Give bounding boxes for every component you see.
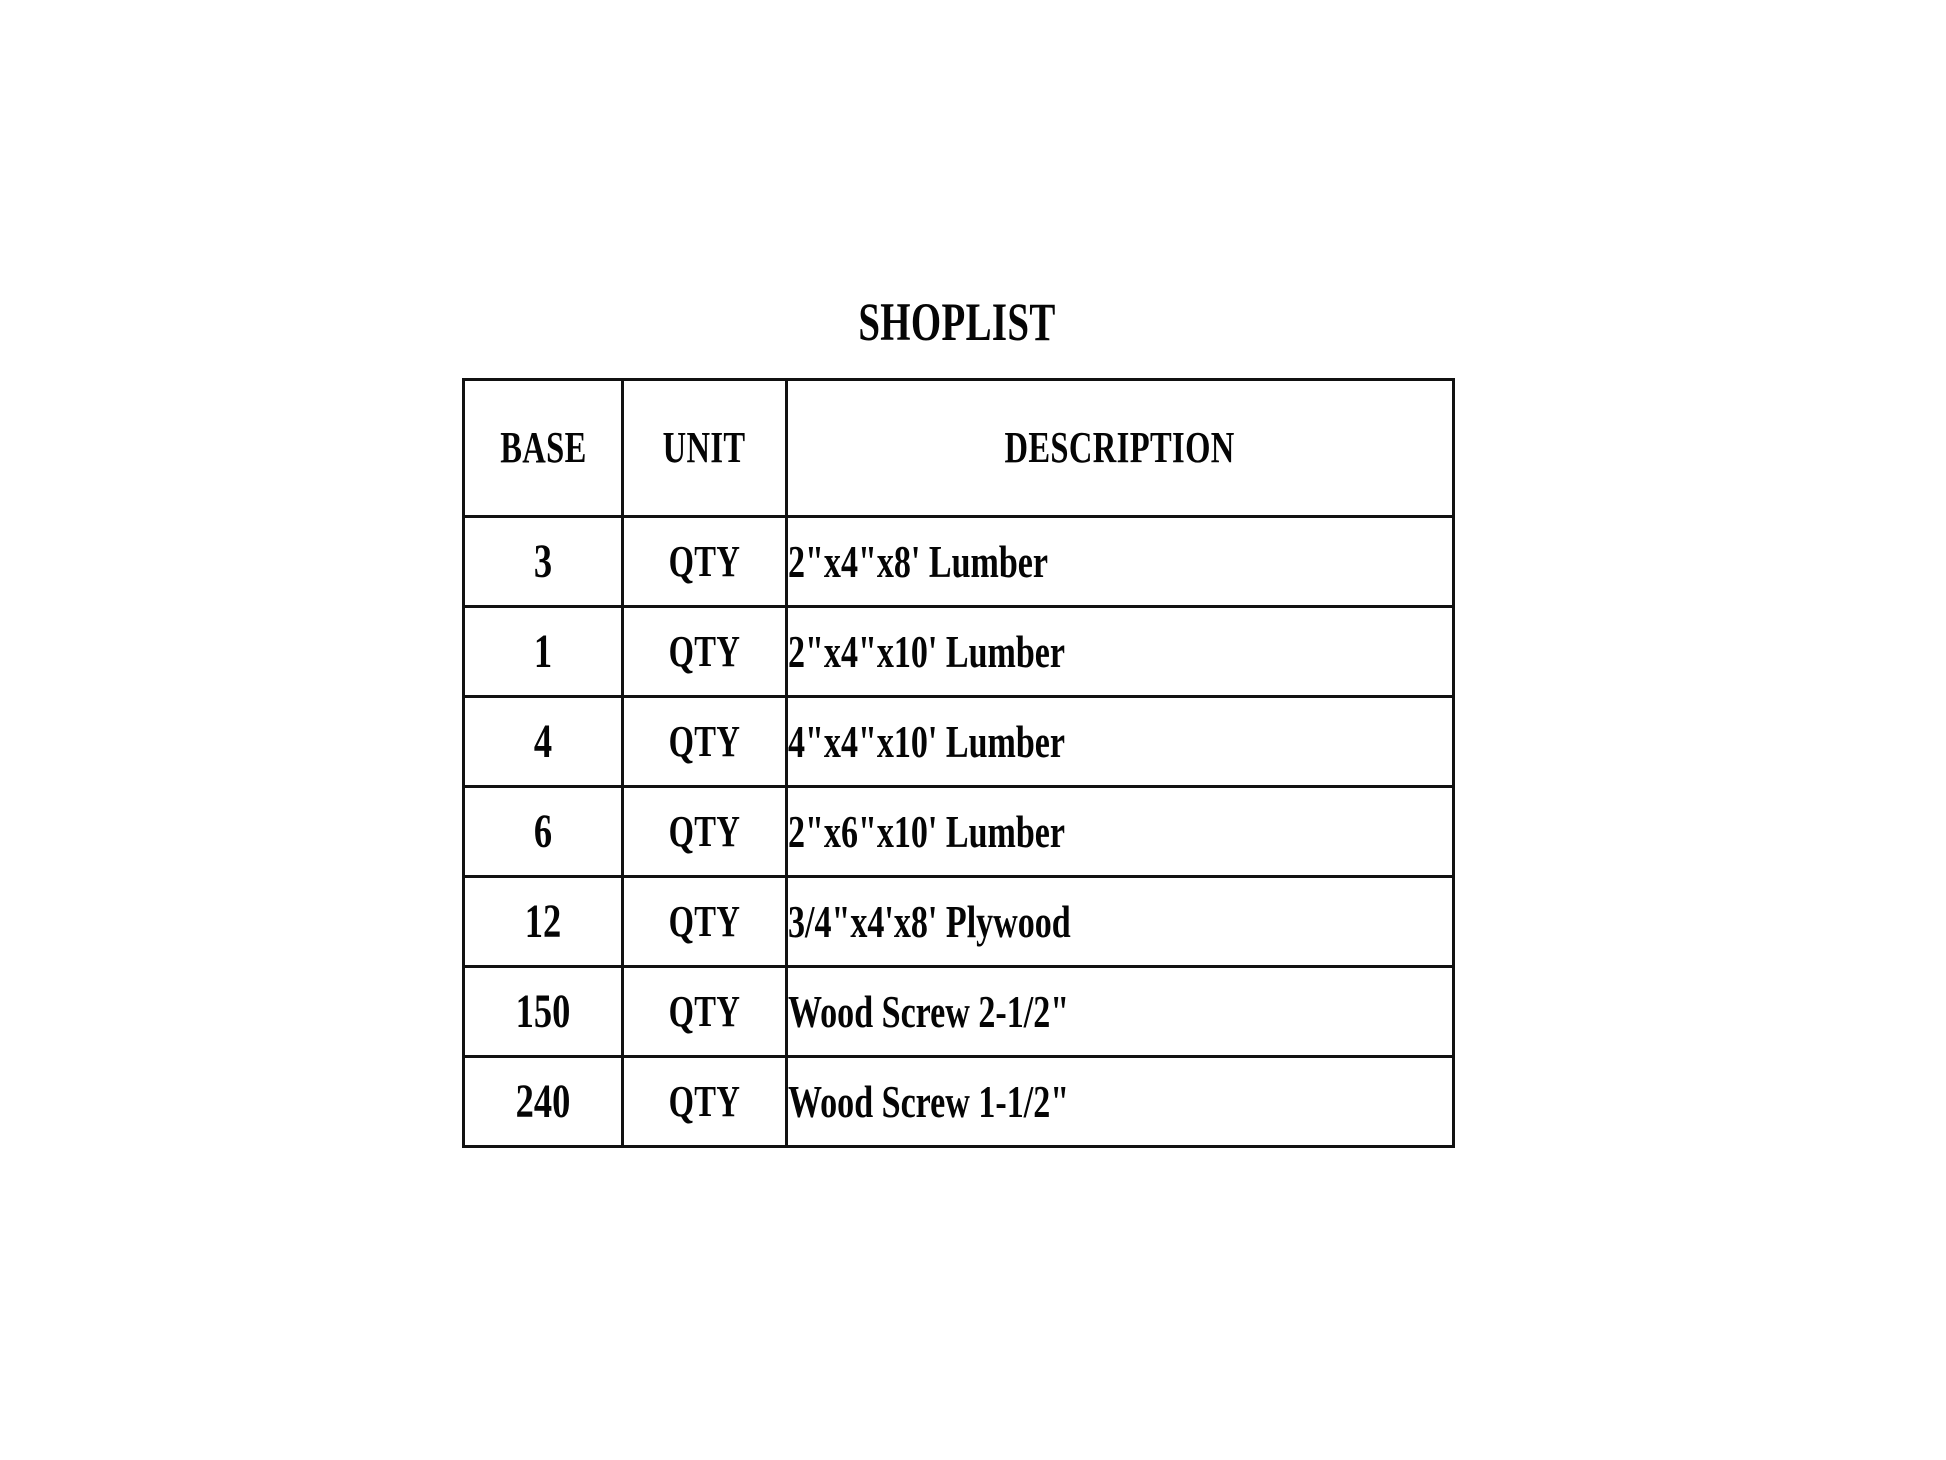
cell-base: 3 (462, 515, 624, 608)
cell-description-value: 2"x4"x10' Lumber (788, 625, 1066, 677)
cell-base: 4 (462, 695, 624, 788)
cell-base-value: 12 (524, 894, 562, 948)
cell-description-value: 2"x4"x8' Lumber (788, 535, 1049, 587)
cell-description: 2"x6"x10' Lumber (785, 785, 1455, 878)
cell-base-value: 3 (533, 534, 553, 588)
cell-unit: QTY (621, 875, 788, 968)
cell-unit-value: QTY (668, 986, 741, 1036)
cell-base-value: 1 (533, 624, 553, 678)
table-row: 3 QTY 2"x4"x8' Lumber (462, 515, 1455, 608)
cell-unit: QTY (621, 965, 788, 1058)
cell-base: 6 (462, 785, 624, 878)
column-header-unit: UNIT (621, 378, 788, 518)
cell-description: 3/4"x4'x8' Plywood (785, 875, 1455, 968)
table-header-row: BASE UNIT DESCRIPTION (462, 378, 1455, 518)
table-row: 4 QTY 4"x4"x10' Lumber (462, 695, 1455, 788)
cell-unit: QTY (621, 515, 788, 608)
cell-unit: QTY (621, 785, 788, 878)
table-row: 12 QTY 3/4"x4'x8' Plywood (462, 875, 1455, 968)
cell-unit-value: QTY (668, 626, 741, 676)
cell-description-value: 3/4"x4'x8' Plywood (788, 895, 1071, 947)
cell-unit-value: QTY (668, 1076, 741, 1126)
page-title: SHOPLIST (858, 292, 1056, 352)
cell-description-value: 2"x6"x10' Lumber (788, 805, 1066, 857)
cell-base: 240 (462, 1055, 624, 1148)
cell-description: Wood Screw 2-1/2" (785, 965, 1455, 1058)
cell-unit: QTY (621, 605, 788, 698)
table-row: 6 QTY 2"x6"x10' Lumber (462, 785, 1455, 878)
cell-base: 12 (462, 875, 624, 968)
cell-description: 2"x4"x8' Lumber (785, 515, 1455, 608)
cell-unit-value: QTY (668, 806, 741, 856)
column-header-unit-label: UNIT (663, 423, 746, 472)
table-row: 1 QTY 2"x4"x10' Lumber (462, 605, 1455, 698)
cell-unit: QTY (621, 695, 788, 788)
cell-description: 2"x4"x10' Lumber (785, 605, 1455, 698)
cell-base: 1 (462, 605, 624, 698)
cell-unit-value: QTY (668, 896, 741, 946)
cell-description: Wood Screw 1-1/2" (785, 1055, 1455, 1148)
cell-unit: QTY (621, 1055, 788, 1148)
cell-base: 150 (462, 965, 624, 1058)
cell-unit-value: QTY (668, 536, 741, 586)
cell-description-value: 4"x4"x10' Lumber (788, 715, 1066, 767)
cell-description-value: Wood Screw 1-1/2" (788, 1075, 1070, 1127)
column-header-description: DESCRIPTION (785, 378, 1455, 518)
table-header: BASE UNIT DESCRIPTION (462, 378, 1455, 518)
cell-base-value: 240 (515, 1074, 571, 1128)
cell-base-value: 6 (533, 804, 553, 858)
column-header-base-label: BASE (499, 423, 587, 472)
table-row: 150 QTY Wood Screw 2-1/2" (462, 965, 1455, 1058)
table-row: 240 QTY Wood Screw 1-1/2" (462, 1055, 1455, 1148)
cell-unit-value: QTY (668, 716, 741, 766)
column-header-base: BASE (462, 378, 624, 518)
table-body: 3 QTY 2"x4"x8' Lumber 1 QTY 2"x4"x10' Lu… (462, 515, 1455, 1148)
cell-base-value: 150 (515, 984, 571, 1038)
column-header-description-label: DESCRIPTION (1004, 423, 1236, 472)
cell-description-value: Wood Screw 2-1/2" (788, 985, 1070, 1037)
cell-base-value: 4 (533, 714, 553, 768)
cell-description: 4"x4"x10' Lumber (785, 695, 1455, 788)
shoplist-table: BASE UNIT DESCRIPTION 3 QTY 2"x4"x8' Lum… (462, 378, 1455, 1148)
